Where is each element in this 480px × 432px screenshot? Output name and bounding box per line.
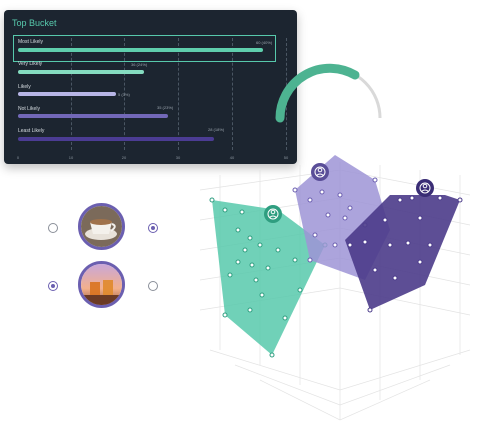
row-value: 36 (24%) [131,62,148,67]
row-value: 35 (23%) [157,105,174,110]
user-icon [267,208,279,220]
row-label: Least Likely [18,128,45,134]
axis-tick-label: 20 [121,155,127,160]
drink-icon [81,264,122,305]
axis-tick-label: 30 [175,155,181,160]
sunset-drink-image[interactable] [78,261,125,308]
bar-most-likely[interactable] [18,48,263,52]
axis-tick-label: 40 [229,155,235,160]
row-label: Not Likely [18,106,40,112]
row-label: Most Likely [18,39,44,45]
row-label: Very Likely [18,61,43,67]
gauge-track [278,66,382,119]
purple-cluster-points [347,195,463,313]
bar-least-likely[interactable] [18,137,214,141]
row-value: 5 (3%) [118,92,130,97]
bar-very-likely[interactable] [18,70,144,74]
grid-line [232,38,233,150]
coffee-cup-image[interactable] [78,203,125,250]
row-value: 28 (18%) [208,127,225,132]
axis-tick-label: 0 [16,155,20,160]
teal-cluster-points [209,197,328,358]
gauge-fill [275,63,360,123]
coffee-cup-icon [81,206,122,247]
radio-left-coffee[interactable] [48,223,58,233]
row-label: Likely [18,84,31,90]
bar-likely[interactable] [18,92,116,96]
radio-right-coffee[interactable] [148,223,158,233]
grid-line [124,38,125,150]
panel-title: Top Bucket [12,18,57,28]
radio-right-drink[interactable] [148,281,158,291]
radio-left-drink[interactable] [48,281,58,291]
grid-line [178,38,179,150]
bar-not-likely[interactable] [18,114,168,118]
row-value: 60 (40%) [256,40,273,45]
user-icon [314,166,326,178]
axis-tick-label: 50 [283,155,289,160]
purple-cluster-hull [345,195,460,310]
teal-cluster-hull [212,200,325,355]
user-icon [419,182,431,194]
cluster-scatter-3d [199,155,471,421]
progress-gauge [275,63,382,123]
top-bucket-panel: Top Bucket Most Likely 60 (40%) Very Lik… [4,10,297,164]
selected-row-outline [13,35,276,62]
axis-tick-label: 10 [68,155,74,160]
